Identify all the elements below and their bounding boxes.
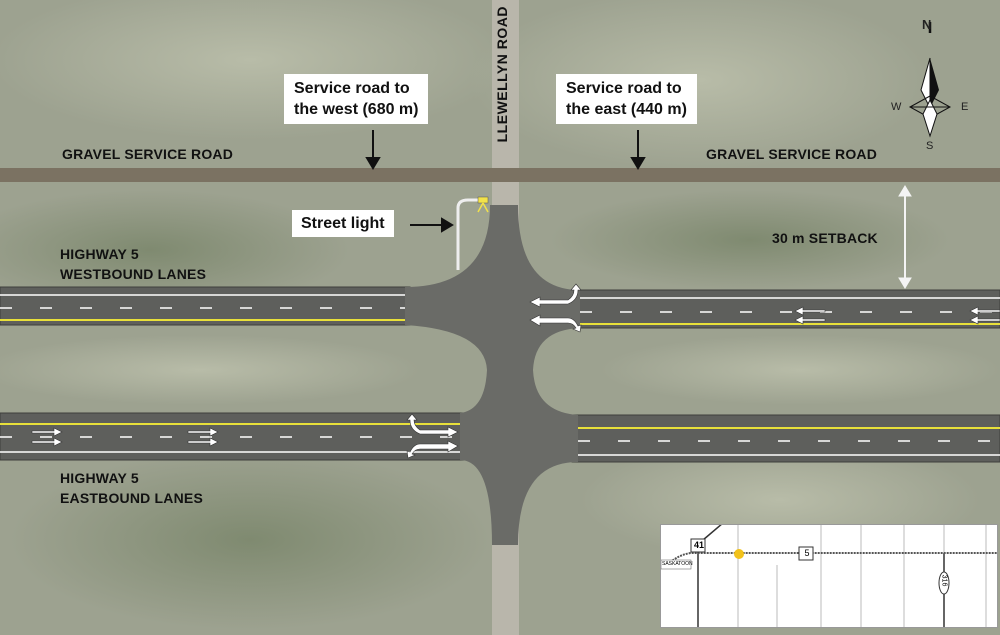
street-light-icon: [456, 196, 489, 270]
label-line: HIGHWAY 5: [60, 246, 139, 262]
left-turn-arrow-icon: [406, 413, 459, 438]
right-arrow-icon: [31, 427, 63, 437]
service-road-west-callout: Service road to the west (680 m): [284, 74, 429, 124]
setback-dimension-arrow: [898, 185, 912, 289]
label-line: WESTBOUND LANES: [60, 266, 207, 282]
compass-west: W: [891, 101, 902, 113]
right-arrow-icon: [187, 437, 219, 447]
left-turn-arrow-icon: [529, 314, 582, 333]
intersection-asphalt: [405, 205, 580, 545]
highway-5-shield: 5: [804, 548, 810, 558]
callout-line: Service road to: [294, 80, 410, 97]
highway-316-shield: 316: [940, 574, 948, 587]
westbound-lanes-east: [574, 289, 1000, 329]
llewellyn-road-label: LLEWELLYN ROAD: [494, 6, 510, 143]
location-marker: [734, 549, 744, 559]
eastbound-lanes-label: HIGHWAY 5 EASTBOUND LANES: [60, 468, 203, 508]
callout-line: the west (680 m): [294, 101, 419, 118]
street-light-callout: Street light: [292, 210, 394, 237]
callout-line: Service road to: [566, 80, 682, 97]
compass-south: S: [926, 140, 934, 152]
left-arrow-icon: [794, 306, 826, 316]
left-arrow-icon: [969, 315, 1000, 325]
left-turn-arrow-icon: [529, 283, 582, 308]
compass-east: E: [961, 101, 969, 113]
eastbound-lanes-west: [0, 412, 466, 461]
right-arrow-icon: [31, 437, 63, 447]
inset-location-map: 41 5 316 SASKATOON: [660, 524, 998, 628]
westbound-lanes-label: HIGHWAY 5 WESTBOUND LANES: [60, 244, 206, 284]
down-arrow-icon: [630, 157, 646, 170]
setback-label: 30 m SETBACK: [772, 230, 878, 246]
highway-41-shield: 41: [693, 540, 704, 550]
gravel-service-road: [0, 168, 1000, 182]
saskatoon-label: SASKATOON: [662, 561, 693, 567]
right-turn-arrow-icon: [406, 440, 459, 459]
compass-rose-icon: [908, 22, 952, 138]
service-road-east-callout: Service road to the east (440 m): [556, 74, 697, 124]
westbound-lanes-west: [0, 286, 411, 326]
highway-5-line: [665, 552, 997, 568]
label-line: EASTBOUND LANES: [60, 490, 204, 506]
right-arrow-icon: [441, 217, 454, 233]
left-arrow-icon: [969, 306, 1000, 316]
right-arrow-icon: [187, 427, 219, 437]
label-line: HIGHWAY 5: [60, 470, 139, 486]
eastbound-lanes-east: [571, 414, 1000, 463]
left-arrow-icon: [794, 315, 826, 325]
callout-line: the east (440 m): [566, 101, 687, 118]
gravel-service-road-east-label: GRAVEL SERVICE ROAD: [706, 146, 878, 162]
gravel-service-road-west-label: GRAVEL SERVICE ROAD: [62, 146, 234, 162]
compass-north: N: [922, 17, 932, 32]
lane-markings: [0, 294, 1000, 456]
down-arrow-icon: [365, 157, 381, 170]
